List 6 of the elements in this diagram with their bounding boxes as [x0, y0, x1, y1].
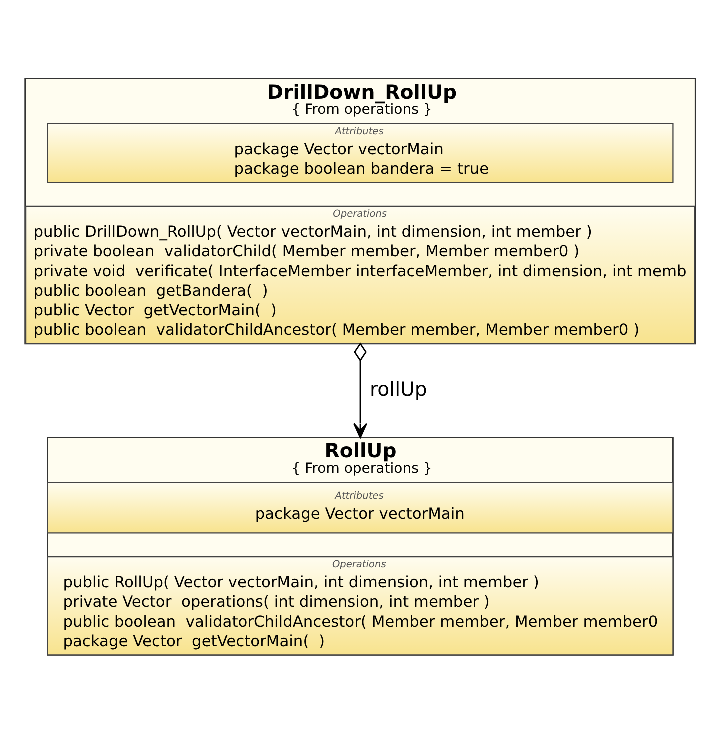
- edge-label: rollUp: [370, 378, 428, 401]
- node-box: Attributes package Vector vectorMain package boolean bandera = true: [47, 122, 674, 183]
- node-box: Attributes package Vector vectorMain: [47, 482, 674, 534]
- arrow: [354, 342, 368, 438]
- node-box: Operations public RollUp( Vector vectorMain, int dimension, int member ) private Vector operations( int dimension, int member ) public boolean validatorChildAncestor( Member member, Member member0 package Vector getVectorMain( ): [47, 556, 674, 656]
- node-box: Operations public DrillDown_RollUp( Vector vectorMain, int dimension, int member ) private boolean validatorChild( Member member, Member member0 ) private void verificate( InterfaceMember interfaceMember, int dimension, int memb public boolean getBandera( ) public Vector getVectorMain( ) public boolean validatorChildAncestor( Member member, Member member0 ): [26, 205, 696, 344]
